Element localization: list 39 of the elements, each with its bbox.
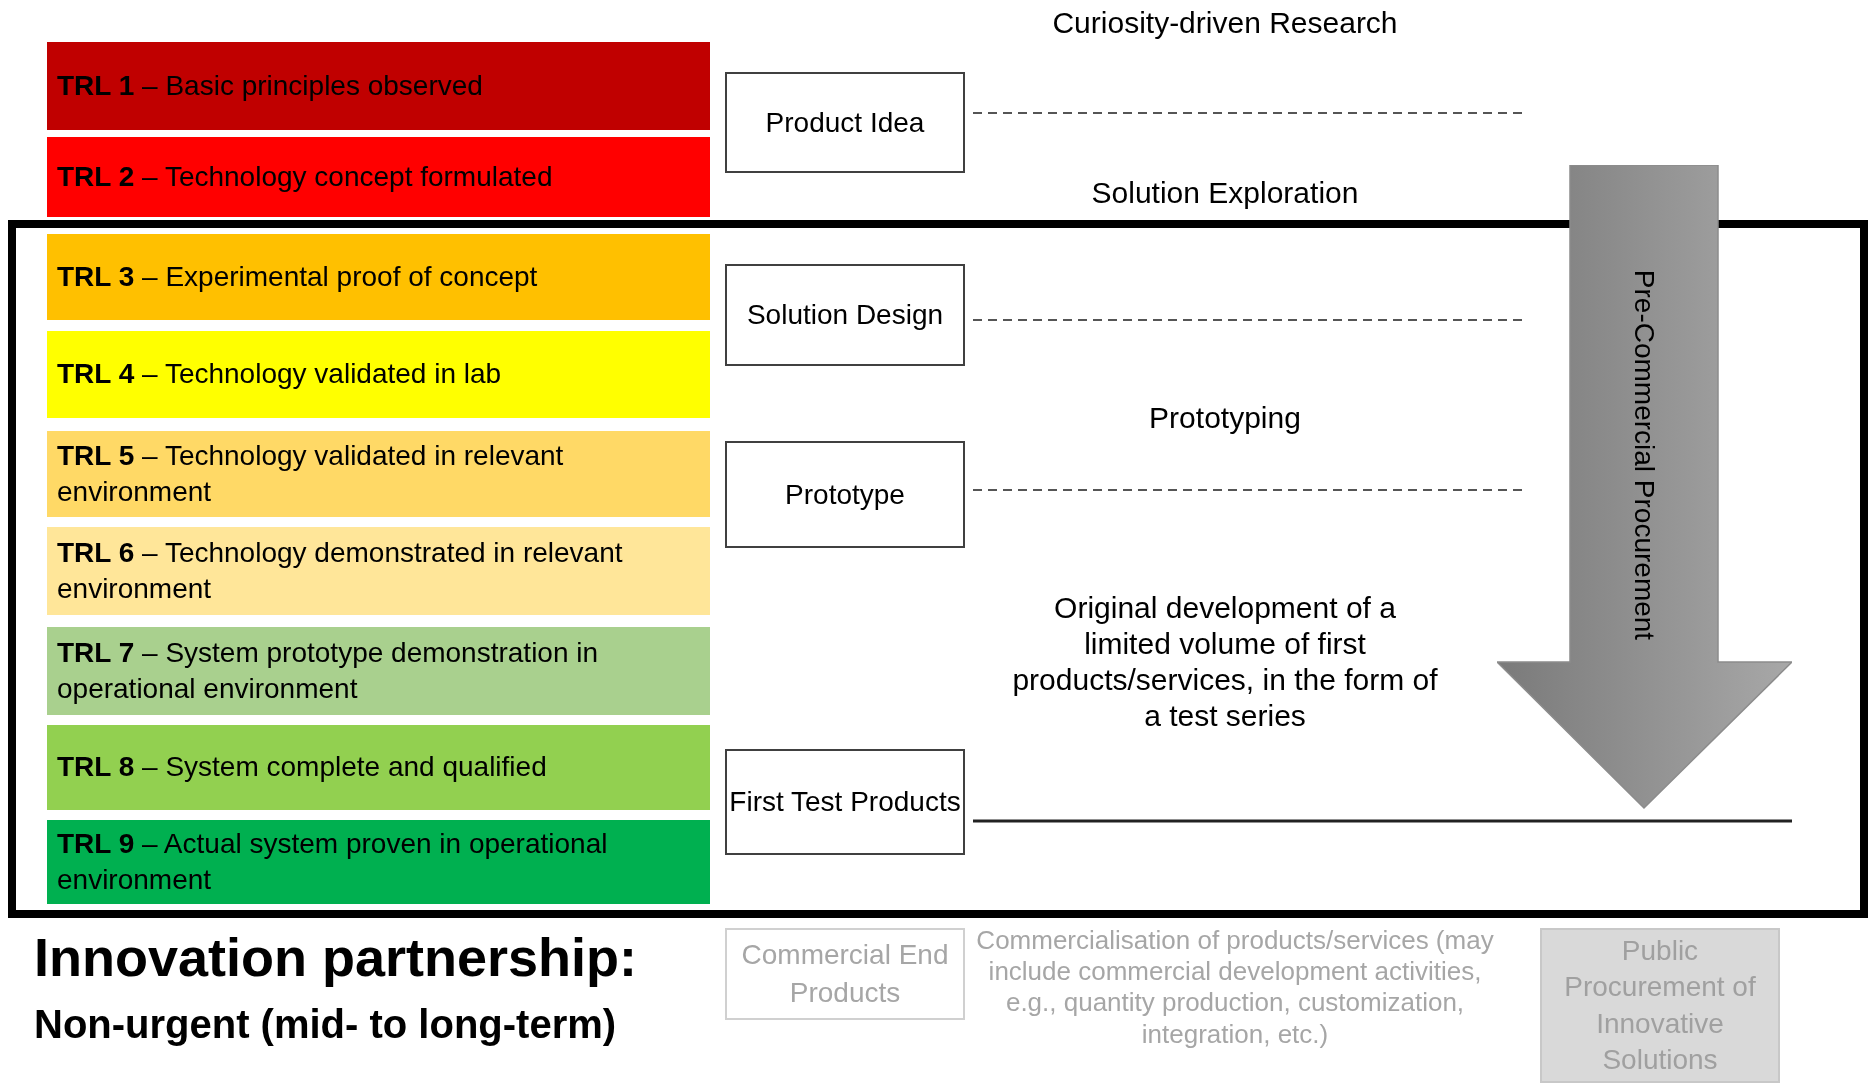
phase-label: Commercialisation of products/services (may include commercial development activities, e.g., quantity production, customization, integration, etc.) (975, 925, 1495, 1050)
subtitle: Non-urgent (mid- to long-term) (34, 1001, 617, 1048)
trl-text: TRL 5 – Technology validated in relevant environment (57, 438, 565, 509)
trl-text: TRL 1 – Basic principles observed (57, 68, 483, 103)
trl-bar (47, 725, 710, 810)
stage-label: Product Idea (765, 105, 925, 140)
phase-label: Prototyping (1148, 400, 1302, 436)
stage-label: Public Procurement of Innovative Solutions (1563, 933, 1757, 1077)
stage-box (725, 72, 965, 173)
stage-box (725, 264, 965, 366)
trl-text: TRL 9 – Actual system proven in operational environment (57, 826, 609, 897)
phase-label: Solution Exploration (1090, 175, 1360, 211)
stage-label: First Test Products (729, 785, 961, 820)
stage-box (725, 441, 965, 548)
trl-bar (47, 234, 710, 320)
trl-bar (47, 42, 710, 130)
trl-bar (47, 431, 710, 517)
trl-bar (47, 331, 710, 418)
trl-bar (47, 527, 710, 615)
trl-text: TRL 4 – Technology validated in lab (57, 357, 502, 392)
trl-text: TRL 8 – System complete and qualified (57, 750, 547, 785)
title: Innovation partnership: (34, 928, 638, 988)
stage-box (725, 749, 965, 855)
stage-label: Prototype (785, 477, 905, 512)
trl-text: TRL 7 – System prototype demonstration in operational environment (57, 635, 600, 706)
trl-text: TRL 3 – Experimental proof of concept (57, 259, 538, 294)
procurement-box (1540, 928, 1780, 1083)
trl-bar (47, 820, 710, 904)
phase-label: Original development of a limited volume of first products/services, in the form of a test series (1011, 590, 1439, 734)
trl-bar (47, 137, 710, 217)
faded-stage-box (725, 928, 965, 1020)
down-arrow (1497, 165, 1792, 810)
phase-label: Curiosity-driven Research (1051, 5, 1399, 41)
trl-text: TRL 2 – Technology concept formulated (57, 159, 553, 194)
stage-label: Solution Design (746, 298, 944, 333)
trl-bar (47, 627, 710, 715)
stage-label: Commercial End Products (740, 938, 950, 1010)
trl-text: TRL 6 – Technology demonstrated in relevant environment (57, 535, 624, 606)
arrow-label: Pre-Commercial Procurement (1628, 269, 1660, 641)
